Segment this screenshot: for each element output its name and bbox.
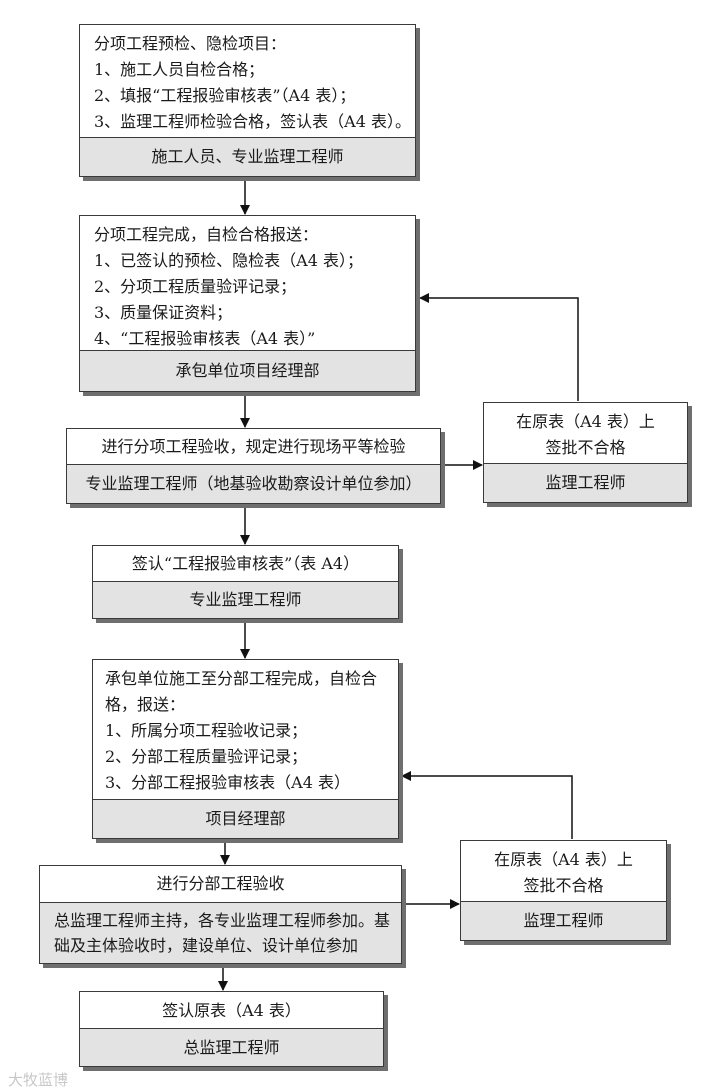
- reject1-line: 签批不合格: [545, 438, 626, 457]
- box6-footer: 总监理工程师主持，各专业监理工程师参加。基 础及主体验收时，建设单位、设计单位参…: [40, 902, 401, 963]
- box2-footer: 承包单位项目经理部: [80, 350, 415, 391]
- reject2-line: 在原表（A4 表）上: [494, 850, 633, 869]
- box2-line: 3、质量保证资料；: [94, 303, 233, 322]
- reject1-footer: 监理工程师: [484, 463, 687, 502]
- box5-line: 格，报送：: [105, 695, 186, 714]
- step-inspection-box: 进行分项工程验收，规定进行现场平等检验 专业监理工程师（地基验收勘察设计单位参加…: [66, 428, 441, 504]
- box4-title: 签认“工程报验审核表”（表 A4）: [131, 554, 360, 573]
- box5-line: 1、所属分项工程验收记录；: [105, 721, 308, 740]
- box1-line: 分项工程预检、隐检项目：: [94, 34, 287, 53]
- reject1-line: 在原表（A4 表）上: [516, 412, 655, 431]
- step-precheck-box: 分项工程预检、隐检项目： 1、施工人员自检合格； 2、填报“工程报验审核表”（A…: [79, 24, 416, 177]
- box5-line: 2、分部工程质量验评记录；: [105, 747, 308, 766]
- box5-line: 承包单位施工至分部工程完成，自检合: [105, 669, 378, 688]
- box7-footer: 总监理工程师: [80, 1028, 383, 1066]
- box6-line: 础及主体验收时，建设单位、设计单位参加: [54, 936, 359, 955]
- box1-line: 2、填报“工程报验审核表”（A4 表）；: [94, 86, 356, 105]
- reject2-line: 签批不合格: [523, 876, 604, 895]
- box1-footer: 施工人员、专业监理工程师: [80, 137, 415, 176]
- box3-footer: 专业监理工程师（地基验收勘察设计单位参加）: [67, 464, 440, 503]
- box4-footer: 专业监理工程师: [93, 581, 398, 618]
- reject2-footer: 监理工程师: [461, 901, 666, 940]
- box5-line: 3、分部工程报验审核表（A4 表）: [105, 773, 351, 792]
- arrow-reject1-box2: [419, 293, 579, 401]
- box6-line: 总监理工程师主持，各专业监理工程师参加。基: [54, 911, 391, 930]
- box6-title: 进行分部工程验收: [156, 874, 285, 893]
- arrow-reject2-box5: [401, 771, 573, 839]
- step-submit-box: 分项工程完成，自检合格报送： 1、已签认的预检、隐检表（A4 表）； 2、分项工…: [79, 215, 416, 392]
- box3-title: 进行分项工程验收，规定进行现场平等检验: [101, 437, 406, 456]
- box2-line: 2、分项工程质量验评记录；: [94, 277, 297, 296]
- step-subdivision-submit-box: 承包单位施工至分部工程完成，自检合 格，报送： 1、所属分项工程验收记录； 2、…: [92, 659, 399, 839]
- box2-line: 4、“工程报验审核表（A4 表）”: [94, 329, 316, 348]
- watermark: 大牧蓝博: [8, 1071, 69, 1089]
- reject-box-1: 在原表（A4 表）上 签批不合格 监理工程师: [483, 402, 688, 503]
- step-subdivision-inspection-box: 进行分部工程验收 总监理工程师主持，各专业监理工程师参加。基 础及主体验收时，建…: [39, 865, 402, 964]
- box2-line: 1、已签认的预检、隐检表（A4 表）；: [94, 251, 364, 270]
- box5-footer: 项目经理部: [93, 799, 398, 838]
- step-final-sign-box: 签认原表（A4 表） 总监理工程师: [79, 991, 384, 1067]
- reject-box-2: 在原表（A4 表）上 签批不合格 监理工程师: [460, 840, 667, 941]
- box7-title: 签认原表（A4 表）: [162, 1001, 301, 1020]
- box2-line: 分项工程完成，自检合格报送：: [94, 225, 319, 244]
- step-sign-box: 签认“工程报验审核表”（表 A4） 专业监理工程师: [92, 545, 399, 619]
- box1-line: 1、施工人员自检合格；: [94, 60, 265, 79]
- box1-line: 3、监理工程师检验合格，签认表（A4 表）。: [94, 112, 412, 131]
